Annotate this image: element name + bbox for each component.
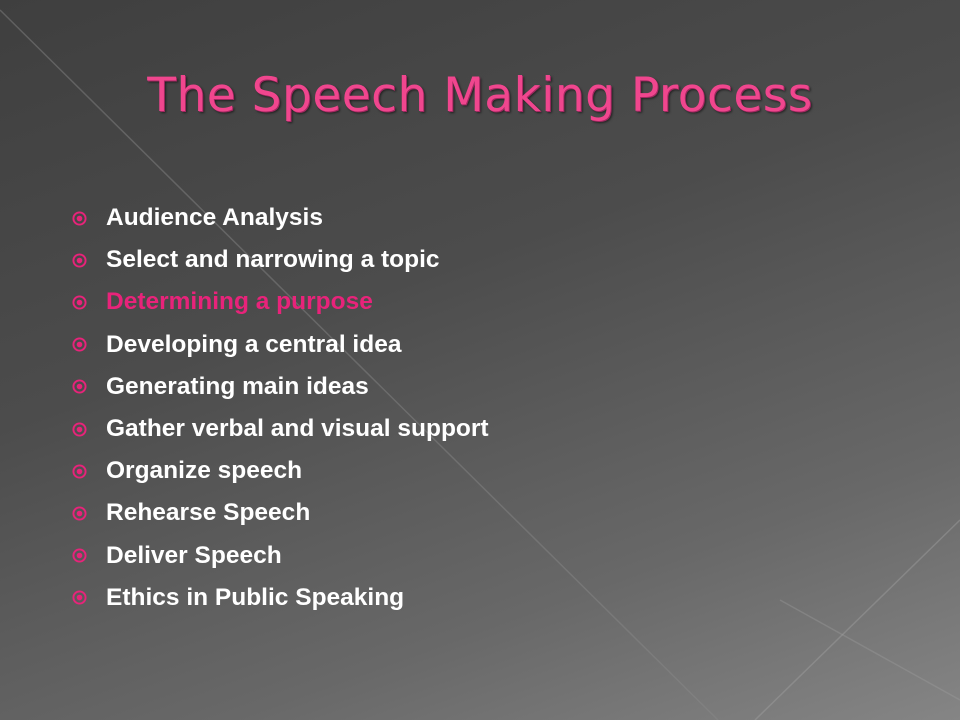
bullet-text: Ethics in Public Speaking	[106, 583, 405, 611]
bullet-text: Organize speech	[106, 457, 303, 485]
circled-dot-bullet-icon	[72, 590, 87, 605]
bullet-text: Select and narrowing a topic	[106, 246, 440, 274]
slide-title: The Speech Making Process	[147, 68, 813, 123]
list-item: Generating main ideas	[72, 366, 489, 408]
bullet-text: Generating main ideas	[106, 372, 369, 400]
bullet-text: Gather verbal and visual support	[106, 415, 489, 443]
circled-dot-bullet-icon	[72, 422, 87, 437]
list-item: Ethics in Public Speaking	[72, 577, 489, 619]
bullet-text: Deliver Speech	[106, 541, 282, 569]
list-item: Audience Analysis	[72, 197, 489, 239]
circled-dot-bullet-icon	[72, 506, 87, 521]
bullet-text: Rehearse Speech	[106, 499, 311, 527]
list-item: Organize speech	[72, 450, 489, 492]
circled-dot-bullet-icon	[72, 464, 87, 479]
circled-dot-bullet-icon	[72, 253, 87, 268]
circled-dot-bullet-icon	[72, 211, 87, 226]
list-item: Rehearse Speech	[72, 492, 489, 534]
list-item: Determining a purpose	[72, 281, 489, 323]
bullet-text: Audience Analysis	[106, 204, 323, 232]
list-item: Select and narrowing a topic	[72, 239, 489, 281]
list-item: Developing a central idea	[72, 324, 489, 366]
circled-dot-bullet-icon	[72, 295, 87, 310]
list-item: Gather verbal and visual support	[72, 408, 489, 450]
circled-dot-bullet-icon	[72, 337, 87, 352]
circled-dot-bullet-icon	[72, 379, 87, 394]
circled-dot-bullet-icon	[72, 548, 87, 563]
bullet-text: Determining a purpose	[106, 288, 373, 316]
bullet-text: Developing a central idea	[106, 330, 402, 358]
bullet-list: Audience Analysis Select and narrowing a…	[72, 197, 489, 619]
list-item: Deliver Speech	[72, 535, 489, 577]
